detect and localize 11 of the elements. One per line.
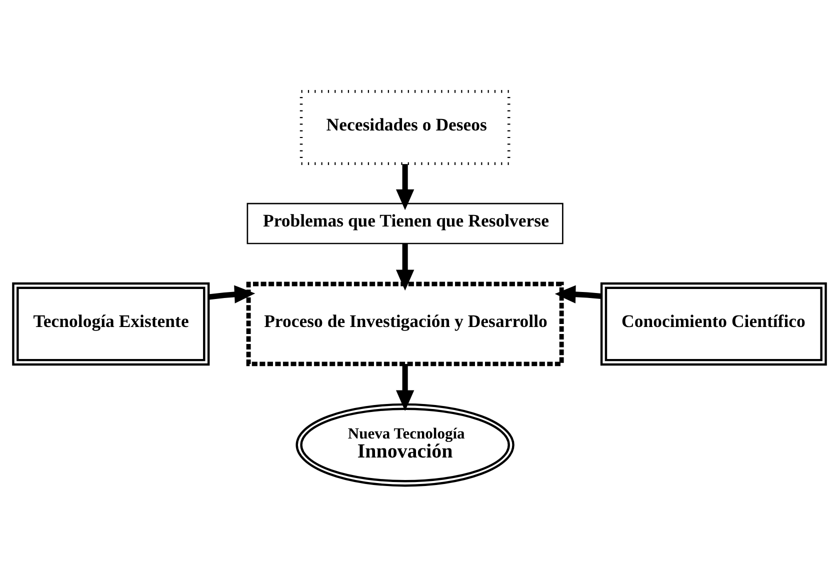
node-box: Tecnología Existente bbox=[12, 282, 210, 366]
arrow bbox=[396, 244, 414, 291]
arrow bbox=[396, 164, 414, 210]
node-box: Proceso de Investigación y Desarrollo bbox=[246, 282, 564, 366]
arrow bbox=[208, 285, 256, 304]
node-box: Problemas que Tienen que Resolverse bbox=[246, 202, 564, 244]
node-ellipse: Nueva Tecnología Innovación bbox=[296, 403, 514, 487]
node-box: Necesidades o Deseos bbox=[300, 90, 510, 165]
node-box: Conocimiento Científico bbox=[600, 282, 827, 366]
arrow bbox=[396, 364, 414, 412]
arrow bbox=[554, 285, 602, 304]
